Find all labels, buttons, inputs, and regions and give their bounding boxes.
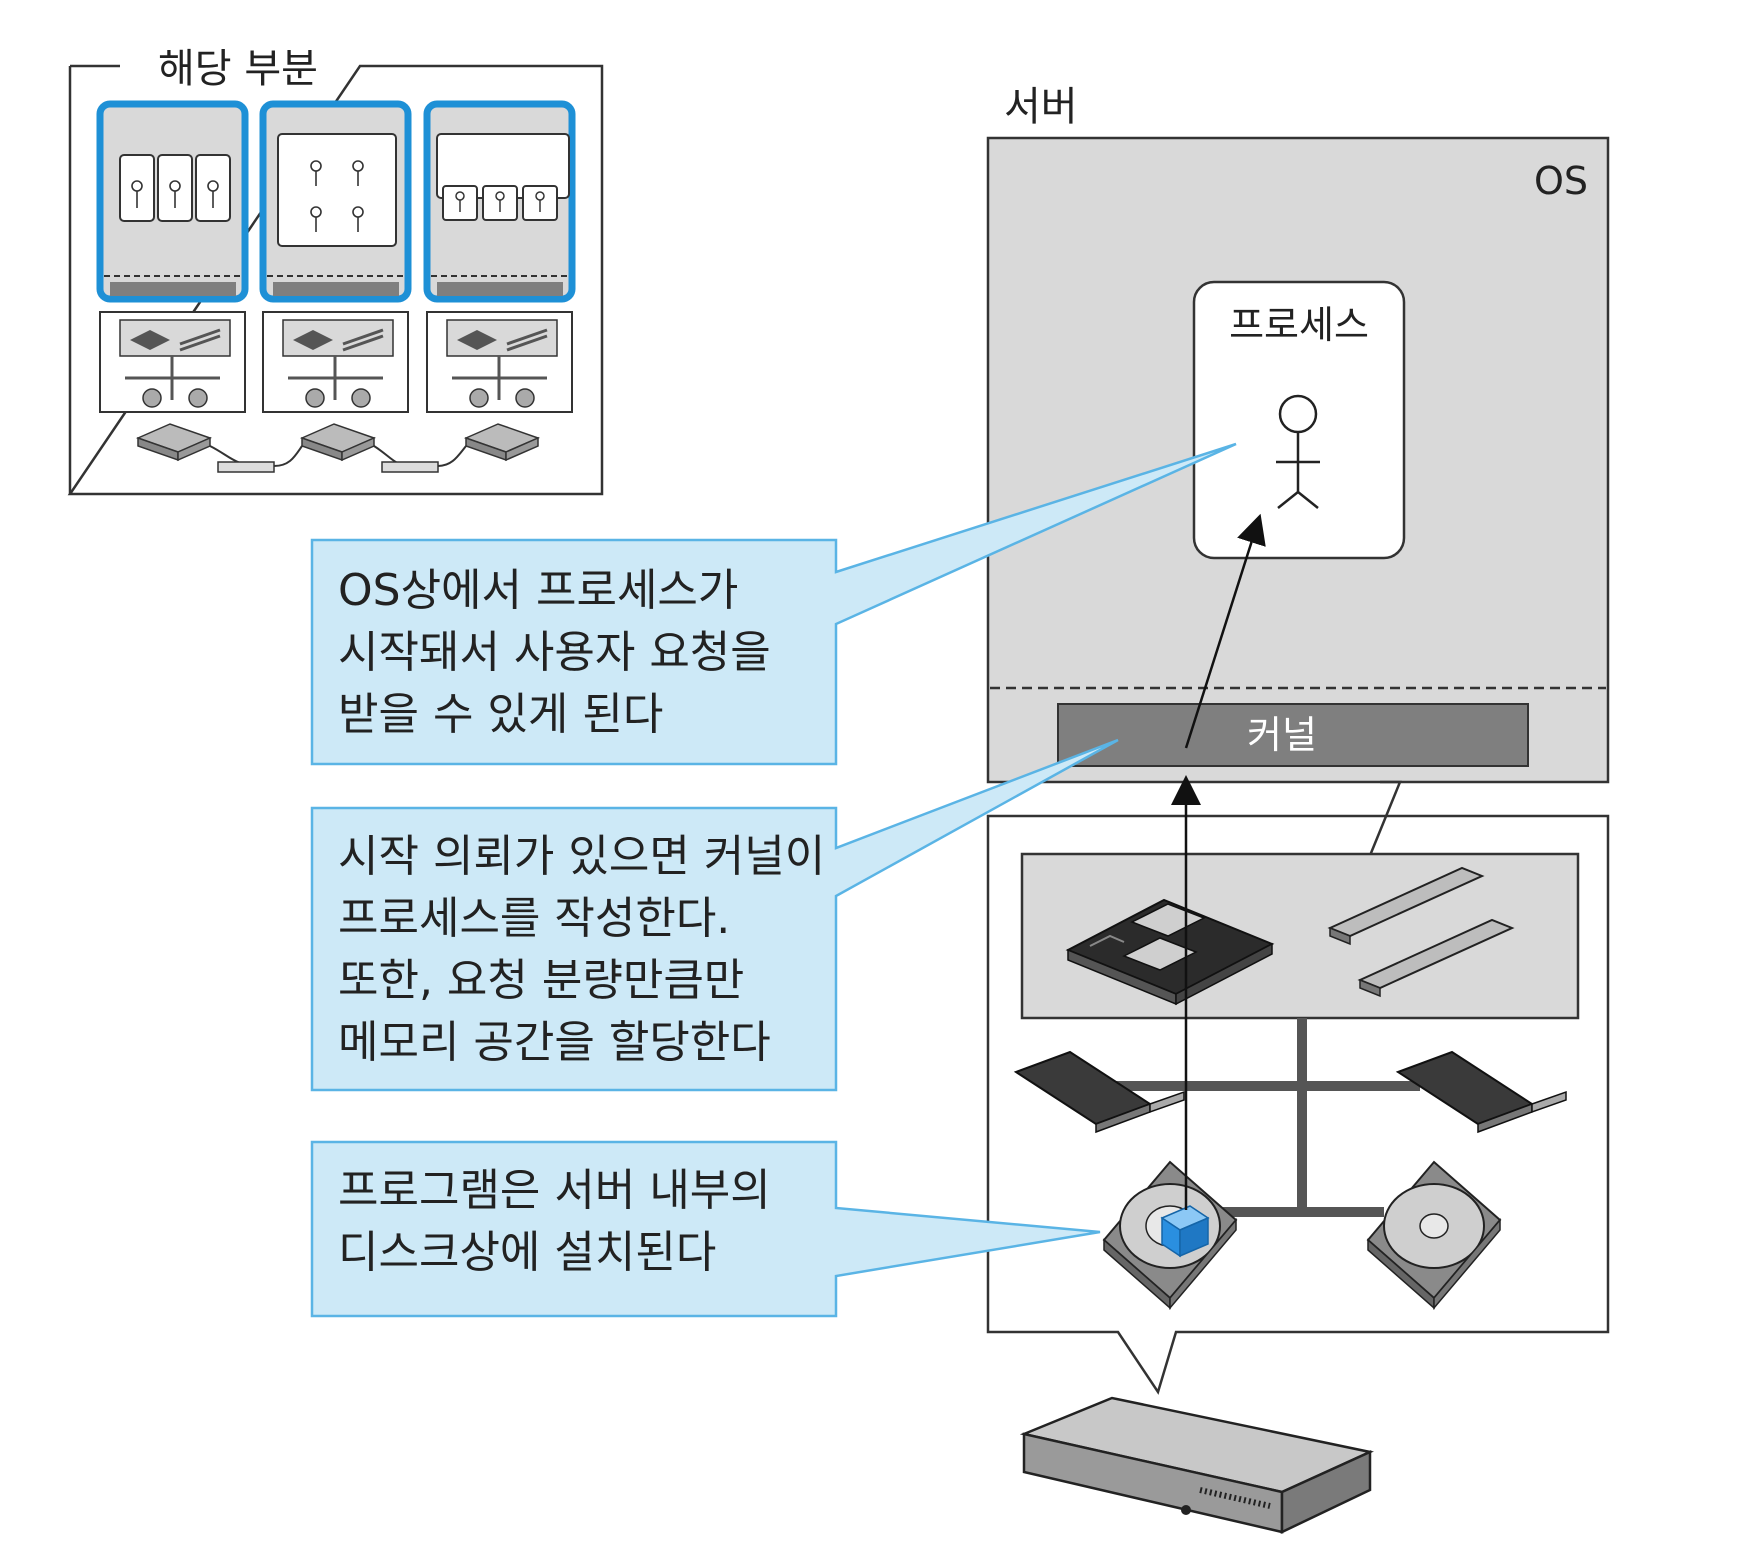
legend-server-boxes <box>135 423 541 473</box>
callout-1-shape <box>310 442 1237 766</box>
callout-1-text: OS상에서 프로세스가 시작돼서 사용자 요청을 받을 수 있게 된다 <box>338 565 771 740</box>
memory-icon <box>1327 866 1515 998</box>
legend-hardware-1 <box>99 311 246 413</box>
legend-panel: 해당 부분 <box>67 46 604 496</box>
kernel-label: 커널 <box>1247 713 1317 757</box>
legend-config-3 <box>423 100 576 303</box>
physical-server-icon <box>1019 1396 1374 1534</box>
program-block <box>1160 1205 1210 1258</box>
legend-hardware-3 <box>426 311 573 413</box>
callout-2-text: 시작 의뢰가 있으면 커널이 프로세스를 작성한다. 또한, 요청 분량만큼만 … <box>338 831 826 1068</box>
process-user-icon <box>1276 394 1320 509</box>
callout-3-text: 프로그램은 서버 내부의 디스크상에 설치된다 <box>338 1165 771 1278</box>
callout-2-shape <box>310 738 1119 1092</box>
legend-title: 해당 부분 <box>158 46 318 92</box>
hard-disk-right-icon <box>1366 1160 1502 1311</box>
legend-config-2 <box>259 100 412 303</box>
legend-config-1 <box>96 100 249 303</box>
os-label: OS <box>1534 159 1588 203</box>
server-label: 서버 <box>1004 84 1078 130</box>
kernel-bar: 커널 <box>1057 703 1529 767</box>
arrow-kernel-to-process <box>1184 513 1266 749</box>
process-label: 프로세스 <box>1229 303 1369 347</box>
expansion-card-left-icon <box>1013 1050 1185 1134</box>
expansion-card-right-icon <box>1395 1050 1567 1134</box>
process-box: 프로세스 <box>1192 280 1406 560</box>
legend-hardware-2 <box>262 311 409 413</box>
hardware-area <box>986 780 1610 1395</box>
callout-3-shape <box>310 1140 1101 1318</box>
